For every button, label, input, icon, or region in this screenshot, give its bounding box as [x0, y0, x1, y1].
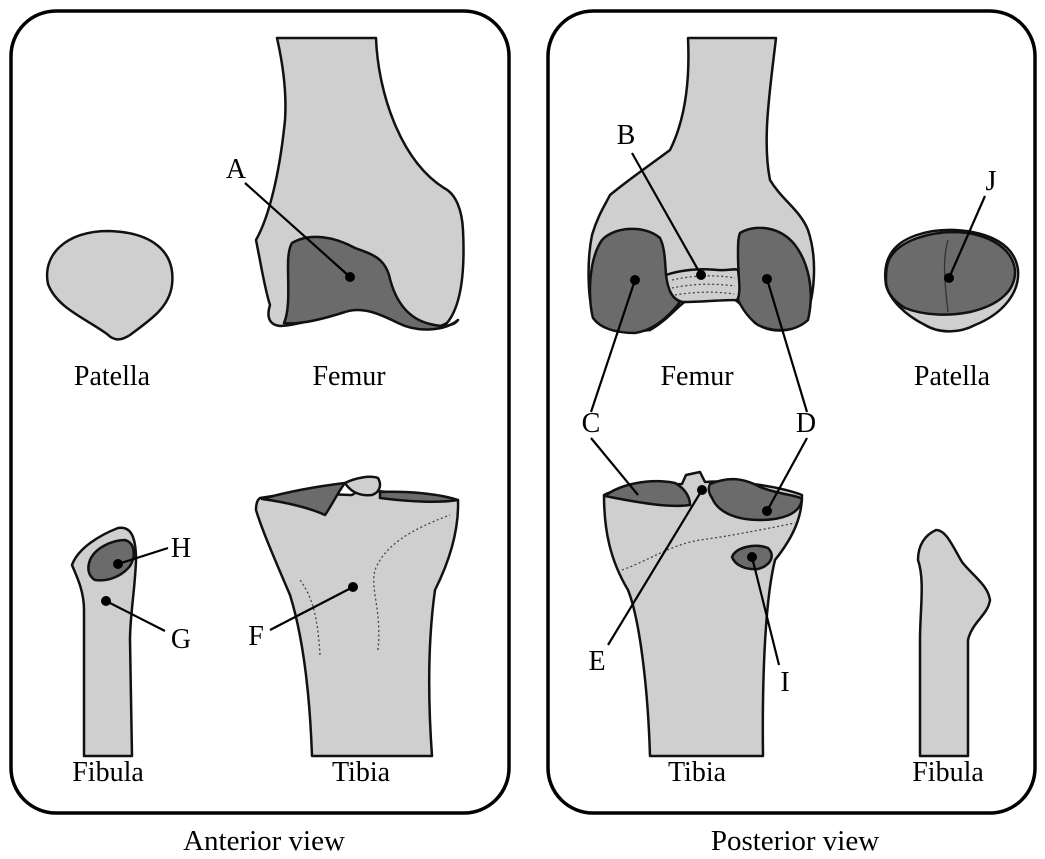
- marker-dot-E: [697, 485, 707, 495]
- label-B: B: [617, 120, 636, 151]
- anterior-tibia-label: Tibia: [332, 757, 391, 788]
- anterior-fibula-label: Fibula: [72, 757, 144, 788]
- anterior-tibia: [256, 490, 458, 756]
- anterior-tibia-plateau-right: [380, 492, 458, 502]
- anterior-patella: [47, 231, 172, 339]
- label-A: A: [226, 154, 247, 185]
- marker-dot-A: [345, 272, 355, 282]
- label-G: G: [171, 624, 191, 655]
- label-E: E: [588, 646, 605, 677]
- label-H: H: [171, 533, 191, 564]
- marker-dot-J: [944, 273, 954, 283]
- marker-dot-B: [696, 270, 706, 280]
- marker-dot-D-lower: [762, 506, 772, 516]
- posterior-patella-label: Patella: [914, 361, 991, 392]
- leader-C-lower: [591, 438, 638, 495]
- posterior-tibia-label: Tibia: [668, 757, 727, 788]
- marker-dot-I: [747, 552, 757, 562]
- anterior-view-caption: Anterior view: [183, 825, 345, 857]
- label-J: J: [986, 166, 997, 197]
- posterior-fibula: [918, 530, 990, 756]
- marker-dot-D: [762, 274, 772, 284]
- anterior-patella-label: Patella: [74, 361, 151, 392]
- label-C: C: [582, 408, 601, 439]
- marker-dot-C: [630, 275, 640, 285]
- marker-dot-G: [101, 596, 111, 606]
- posterior-view-caption: Posterior view: [711, 825, 879, 857]
- label-D: D: [796, 408, 816, 439]
- label-I: I: [780, 667, 789, 698]
- marker-dot-F: [348, 582, 358, 592]
- label-F: F: [248, 621, 264, 652]
- anterior-femur-label: Femur: [312, 361, 386, 392]
- posterior-femur-label: Femur: [660, 361, 734, 392]
- posterior-fibula-label: Fibula: [912, 757, 984, 788]
- anterior-tibia-eminence: [345, 477, 380, 495]
- marker-dot-H: [113, 559, 123, 569]
